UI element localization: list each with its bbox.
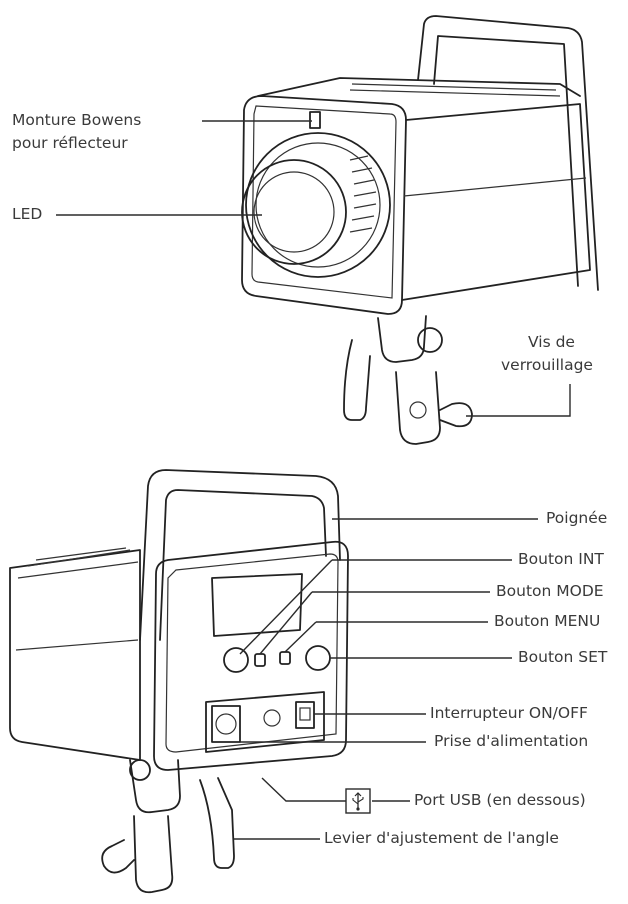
label-menu-button: Bouton MENU <box>494 612 601 630</box>
top-leader-lines <box>56 120 571 417</box>
label-bowens-line1: Monture Bowens <box>12 111 142 129</box>
label-int-button: Bouton INT <box>518 550 604 568</box>
label-power-switch: Interrupteur ON/OFF <box>430 704 588 722</box>
label-vis-line1: Vis de <box>528 333 575 351</box>
light-front-illustration <box>241 15 599 445</box>
label-usb-port: Port USB (en dessous) <box>414 791 586 809</box>
label-handle: Poignée <box>546 509 608 527</box>
label-power-socket: Prise d'alimentation <box>434 732 589 750</box>
light-rear-illustration <box>9 469 349 894</box>
label-angle-lever: Levier d'ajustement de l'angle <box>324 829 559 847</box>
label-mode-button: Bouton MODE <box>496 582 604 600</box>
label-vis-line2: verrouillage <box>501 356 593 374</box>
label-led: LED <box>12 205 43 223</box>
label-set-button: Bouton SET <box>518 648 608 666</box>
label-bowens-line2: pour réflecteur <box>12 134 128 152</box>
bottom-leader-lines <box>234 518 538 840</box>
usb-icon <box>345 788 371 814</box>
